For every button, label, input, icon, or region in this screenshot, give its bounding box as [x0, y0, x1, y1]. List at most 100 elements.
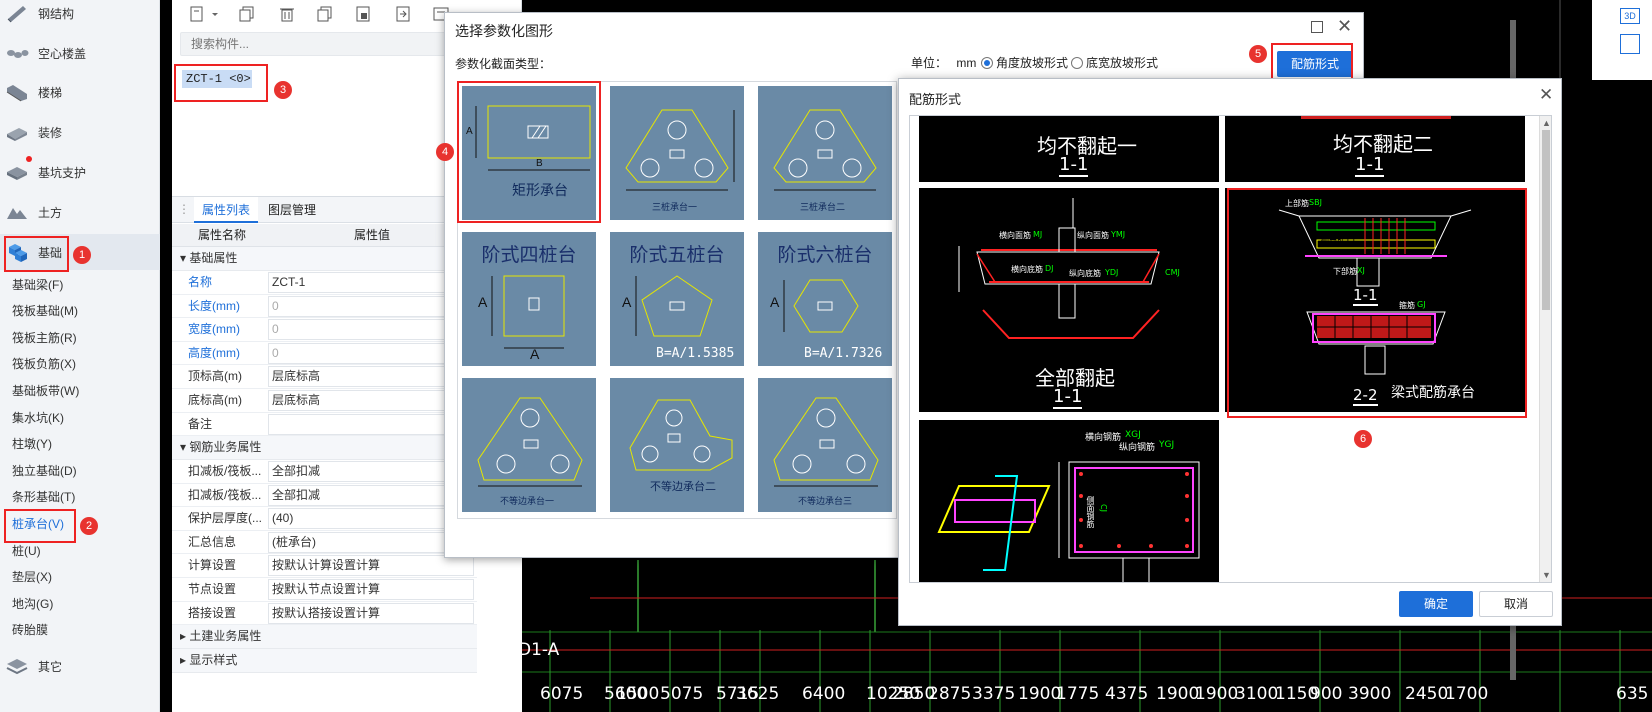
rebar-option-stirrup[interactable]: 横向钢筋 XGJ 纵向钢筋 YGJ 侧面钢筋 CJ [919, 420, 1219, 582]
component-search-input[interactable] [180, 32, 450, 56]
shape-step-four-pile[interactable]: 阶式四桩台 A A [462, 232, 596, 366]
rebar-option-all-bend[interactable]: 横向面筋 MJ 纵向面筋 YMJ 横向底筋 DJ 纵向底筋 YDJ CMJ 全部… [919, 188, 1219, 412]
shape-step-five-pile[interactable]: 阶式五桩台 A B=A/1.5385 [610, 232, 744, 366]
tab-property-list[interactable]: 属性列表 [194, 197, 259, 223]
nav-item-other[interactable]: 其它 [0, 648, 160, 684]
radio-angle-slope[interactable]: 角度放坡形式 [981, 54, 1068, 71]
close-icon[interactable]: ✕ [1337, 16, 1353, 36]
property-value-input[interactable]: (桩承台) [268, 531, 474, 553]
nav-sub-foundation-beam[interactable]: 基础梁(F) [12, 278, 64, 292]
property-row[interactable]: 扣减板/筏板...全部扣减 [172, 460, 477, 484]
property-value-input[interactable]: 全部扣减 [268, 484, 474, 506]
group-display[interactable]: ▸ 显示样式 [172, 649, 477, 673]
nav-item-earthwork[interactable]: 土方 [0, 194, 160, 230]
nav-item-hollow-floor[interactable]: 空心楼盖 [0, 35, 160, 71]
property-row[interactable]: 扣减板/筏板...全部扣减 [172, 484, 477, 508]
scroll-up-icon[interactable]: ▲ [1542, 118, 1551, 128]
nav-item-foundation[interactable]: 基础 [0, 234, 160, 270]
delete-icon[interactable] [274, 2, 300, 26]
property-name: 底标高(m) [188, 393, 242, 407]
property-value-input[interactable]: 按默认搭接设置计算 [268, 602, 474, 624]
group-rebar[interactable]: ▾ 钢筋业务属性 [172, 436, 477, 460]
shape-three-pile-2[interactable]: 三桩承台二 [758, 86, 892, 220]
nav-sub-isolated-footing[interactable]: 独立基础(D) [12, 464, 77, 478]
nav-sub-trench[interactable]: 地沟(G) [12, 597, 54, 611]
drag-handle-icon[interactable]: ⋮ [178, 202, 190, 216]
shape-unequal-2[interactable]: 不等边承台二 [610, 378, 744, 512]
new-component-icon[interactable] [184, 2, 210, 26]
property-value-input[interactable]: ZCT-1 [268, 272, 474, 293]
nav-item-steel[interactable]: 钢结构 [0, 0, 160, 31]
close-icon[interactable]: ✕ [1539, 85, 1554, 104]
highlight-box-5 [1271, 43, 1353, 83]
shape-three-pile-1[interactable]: 三桩承台一 [610, 86, 744, 220]
shape-step-six-pile[interactable]: 阶式六桩台 A B=A/1.7326 [758, 232, 892, 366]
cancel-button[interactable]: 取消 [1479, 591, 1553, 617]
rebar-option-beam-type[interactable]: 上部筋 SBJ 侧面筋 CJ 下部筋 XJ 箍筋 GJ 1-1 2-2 梁式配筋… [1225, 188, 1525, 412]
nav-sub-foundation-strip[interactable]: 基础板带(W) [12, 384, 80, 398]
property-row[interactable]: 汇总信息(桩承台) [172, 531, 477, 555]
shape-label: 不等边承台三 [798, 496, 853, 506]
nav-sub-pile-cap[interactable]: 桩承台(V) [12, 517, 64, 531]
component-item-zct-1[interactable]: ZCT-1 <0> [182, 70, 252, 88]
nav-sub-raft-foundation[interactable]: 筏板基础(M) [12, 304, 78, 318]
nav-item-stair[interactable]: 楼梯 [0, 74, 160, 110]
group-civil[interactable]: ▸ 土建业务属性 [172, 625, 477, 649]
shape-unequal-3[interactable]: 不等边承台三 [758, 378, 892, 512]
property-row[interactable]: 保护层厚度(...(40) [172, 507, 477, 531]
confirm-button[interactable]: 确定 [1399, 591, 1473, 617]
property-row[interactable]: 备注 [172, 413, 477, 437]
nav-sub-pile[interactable]: 桩(U) [12, 544, 41, 558]
nav-sub-sump[interactable]: 集水坑(K) [12, 411, 64, 425]
nav-sub-column-pier[interactable]: 柱墩(Y) [12, 437, 52, 451]
radio-bottom-width-slope[interactable]: 底宽放坡形式 [1071, 54, 1158, 71]
nav-sub-raft-main-rebar[interactable]: 筏板主筋(R) [12, 331, 77, 345]
vertical-scrollbar[interactable]: ▲ ▼ [1539, 116, 1551, 582]
nav-sub-brick-mold[interactable]: 砖胎膜 [12, 623, 49, 637]
property-value-input[interactable]: 层底标高 [268, 390, 474, 411]
property-value-input[interactable]: 按默认计算设置计算 [268, 555, 474, 577]
nav-sub-cushion[interactable]: 垫层(X) [12, 570, 52, 584]
nav-sub-strip-footing[interactable]: 条形基础(T) [12, 490, 76, 504]
view-3d-button[interactable]: 3D [1620, 8, 1640, 24]
property-row[interactable]: 计算设置按默认计算设置计算 [172, 554, 477, 578]
rebar-label: 横向面筋 [999, 231, 1031, 240]
property-row[interactable]: 长度(mm)0 [172, 295, 477, 319]
collapse-icon: ▾ [180, 440, 190, 454]
property-row[interactable]: 顶标高(m)层底标高 [172, 365, 477, 389]
nav-label: 基础 [38, 245, 63, 260]
rebar-form-button[interactable]: 配筋形式 [1277, 51, 1353, 77]
property-row[interactable]: 底标高(m) 层底标高 [172, 389, 477, 413]
property-row[interactable]: 搭接设置按默认搭接设置计算 [172, 602, 477, 626]
rebar-option-no-bend-2[interactable]: 均不翻起二 1-1 [1225, 116, 1525, 182]
property-value-input[interactable]: 按默认节点设置计算 [268, 579, 474, 600]
shape-rect-cap[interactable]: A B 矩形承台 [462, 86, 596, 220]
property-row[interactable]: 节点设置按默认节点设置计算 [172, 578, 477, 602]
shape-unequal-1[interactable]: 不等边承台一 [462, 378, 596, 512]
nav-item-pit-support[interactable]: 基坑支护 [0, 154, 160, 190]
dropdown-arrow-icon[interactable] [208, 2, 222, 26]
scrollbar-thumb[interactable] [1542, 130, 1550, 310]
dimension-label: 1900 [1156, 684, 1200, 704]
import-component-icon[interactable] [390, 2, 416, 26]
nav-sub-raft-neg-rebar[interactable]: 筏板负筋(X) [12, 357, 76, 371]
shape-label: 矩形承台 [512, 182, 568, 198]
copy-icon[interactable] [234, 2, 260, 26]
property-value-input[interactable]: 全部扣减 [268, 461, 474, 482]
tab-layer-management[interactable]: 图层管理 [268, 203, 317, 217]
maximize-icon[interactable] [1311, 21, 1323, 33]
property-value-input[interactable]: 层底标高 [268, 366, 474, 388]
highlight-box-6 [1227, 188, 1527, 418]
property-row[interactable]: 高度(mm)0 [172, 342, 477, 366]
group-basic[interactable]: ▾ 基础属性 [172, 247, 477, 271]
copy-to-floor-icon[interactable] [350, 2, 376, 26]
property-row[interactable]: 宽度(mm)0 [172, 318, 477, 342]
rebar-option-no-bend-1[interactable]: 均不翻起一 1-1 [919, 116, 1219, 182]
scroll-down-icon[interactable]: ▼ [1542, 570, 1551, 580]
highlight-box-4 [457, 81, 601, 223]
nav-item-decoration[interactable]: 装修 [0, 114, 160, 150]
view-cube-icon[interactable] [1620, 34, 1640, 54]
duplicate-layer-icon[interactable] [312, 2, 338, 26]
